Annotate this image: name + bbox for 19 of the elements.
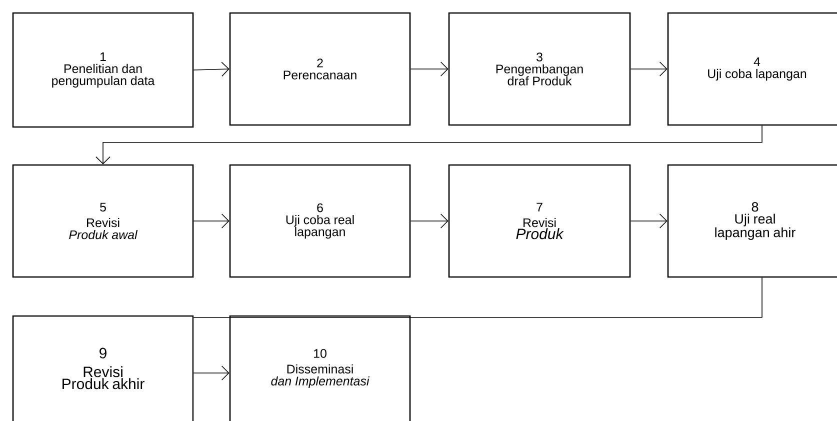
arrow xyxy=(410,214,448,228)
arrow xyxy=(96,125,762,164)
arrow xyxy=(630,62,668,76)
process-box: 5 Revisi Produk awal xyxy=(12,164,194,278)
arrow xyxy=(410,62,448,76)
arrow xyxy=(630,214,668,228)
arrow xyxy=(193,214,230,228)
process-box: 8 Uji real lapangan ahir xyxy=(667,164,837,278)
process-box: 1 Penelitian dan pengumpulan data xyxy=(12,12,194,128)
connector-line xyxy=(193,277,762,318)
arrow xyxy=(193,62,230,77)
arrow xyxy=(193,366,230,380)
process-box: 9 Revisi Produk akhir xyxy=(12,315,194,421)
process-box: 7 Revisi Produk xyxy=(448,164,631,278)
process-box: 2 Perencanaan xyxy=(229,12,411,126)
process-box: 3 Pengembangan draf Produk xyxy=(448,12,631,126)
process-box: 10 Disseminasi dan Implementasi xyxy=(229,315,411,421)
process-box: 4 Uji coba lapangan xyxy=(667,12,837,126)
process-box: 6 Uji coba real lapangan xyxy=(229,164,411,278)
